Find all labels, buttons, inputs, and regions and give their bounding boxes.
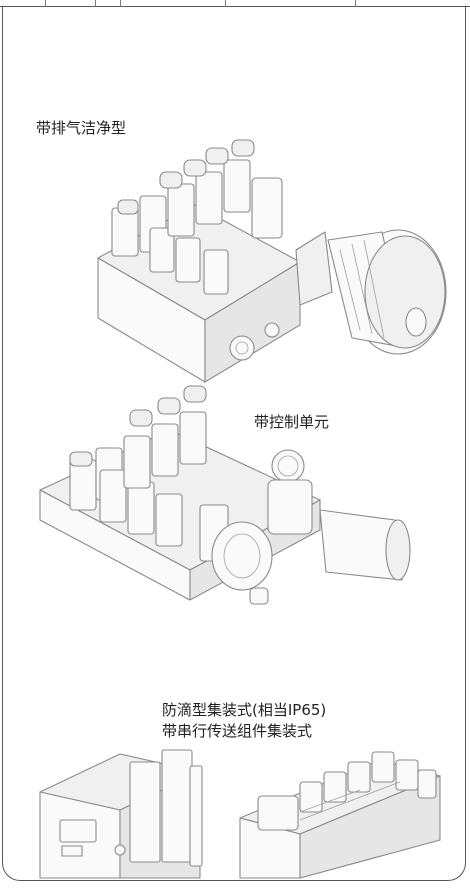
label-control-unit: 带控制单元 <box>254 413 330 431</box>
label-drip-proof-line1: 防滴型集装式(相当IP65) <box>162 701 327 719</box>
top-tick <box>355 0 356 7</box>
top-border <box>0 0 470 7</box>
exhaust-cleaner-manifold-image <box>97 139 447 383</box>
label-exhaust-cleaner: 带排气洁净型 <box>36 119 127 137</box>
top-tick <box>95 0 96 7</box>
drip-proof-manifold-image <box>39 749 441 879</box>
top-tick <box>45 0 46 7</box>
content-panel <box>2 6 466 881</box>
label-drip-proof-line2: 带串行传送组件集装式 <box>162 722 313 740</box>
top-tick <box>225 0 226 7</box>
control-unit-manifold-image <box>39 385 411 605</box>
top-tick <box>120 0 121 7</box>
